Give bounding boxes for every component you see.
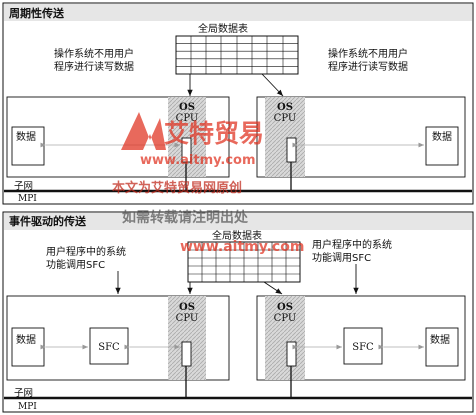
panel-title: 周期性传送	[9, 6, 65, 20]
global-data-table-label: 全局数据表	[198, 22, 248, 35]
note-left-line2: 程序进行读写数据	[54, 60, 134, 73]
note-right-line1: 操作系统不用用户	[328, 47, 408, 60]
arrow-table-to-right-cpu	[261, 73, 284, 97]
panel-title-bar	[4, 213, 472, 230]
cpu-right-cpu: CPU	[274, 113, 297, 124]
data-box-left	[11, 327, 45, 367]
sfc-box-left	[89, 327, 129, 365]
watermark-brand: 艾特贸易	[164, 119, 264, 148]
watermark-original: 本文为艾特贸易网原创	[112, 180, 242, 196]
cpu-left-os: OS	[179, 102, 195, 113]
watermark: 艾特贸易 www.aitmy.com 本文为艾特贸易网原创 如需转载请注明出处 …	[112, 112, 304, 255]
cpu-right-os: OS	[277, 302, 293, 313]
data-label-left: 数据	[16, 130, 36, 143]
interface-right	[286, 341, 297, 367]
watermark-url: www.aitmy.com	[140, 153, 256, 168]
watermark-logo-icon	[121, 112, 166, 150]
note-right-line2: 功能调用SFC	[312, 251, 371, 264]
subnet-label: 子网	[14, 388, 33, 399]
data-label-left: 数据	[16, 333, 36, 346]
sfc-label-right: SFC	[352, 342, 374, 353]
global-data-table-label: 全局数据表	[212, 229, 262, 242]
data-label-right: 数据	[432, 130, 452, 143]
subnet-label: 子网	[14, 181, 33, 192]
cpu-right-block	[265, 97, 305, 177]
note-right-line1: 用户程序中的系统	[312, 238, 392, 251]
cpu-left-os: OS	[179, 302, 195, 313]
panel-event-driven: 事件驱动的传送 全局数据表 用户程序中的系统 功能调用SFC 用户程序中的系统 …	[2, 211, 474, 413]
note-left-line1: 用户程序中的系统	[46, 245, 126, 258]
global-data-table	[187, 241, 301, 283]
data-box-right	[425, 327, 459, 367]
panel-title-bar	[4, 4, 472, 21]
watermark-url2: www.aitmy.com	[180, 239, 304, 255]
cpu-left-block	[168, 97, 206, 177]
interface-left	[181, 341, 192, 367]
data-box-left	[11, 126, 45, 166]
cpu-right-block	[265, 296, 305, 380]
cpu-left-cpu: CPU	[176, 113, 199, 124]
global-data-table	[175, 35, 299, 75]
mpi-label: MPI	[18, 402, 37, 412]
data-box-right	[425, 126, 459, 166]
note-left-line2: 功能调用SFC	[46, 258, 105, 271]
mpi-label: MPI	[18, 194, 37, 204]
panel-periodic: 周期性传送 全局数据表 操作系统不用用户 程序进行读写数据 操作系统不用用户 程…	[2, 2, 474, 205]
watermark-notice: 如需转载请注明出处	[122, 209, 249, 226]
panel-title: 事件驱动的传送	[9, 214, 87, 228]
sfc-label-left: SFC	[98, 342, 120, 353]
cpu-right-os: OS	[277, 102, 293, 113]
note-left-line1: 操作系统不用用户	[54, 47, 134, 60]
interface-right	[286, 137, 297, 163]
data-label-right: 数据	[430, 333, 450, 346]
cpu-left-cpu: CPU	[176, 313, 199, 324]
note-right-line2: 程序进行读写数据	[328, 60, 408, 73]
cpu-right-cpu: CPU	[274, 313, 297, 324]
arrow-table-to-right-cpu	[263, 281, 283, 295]
